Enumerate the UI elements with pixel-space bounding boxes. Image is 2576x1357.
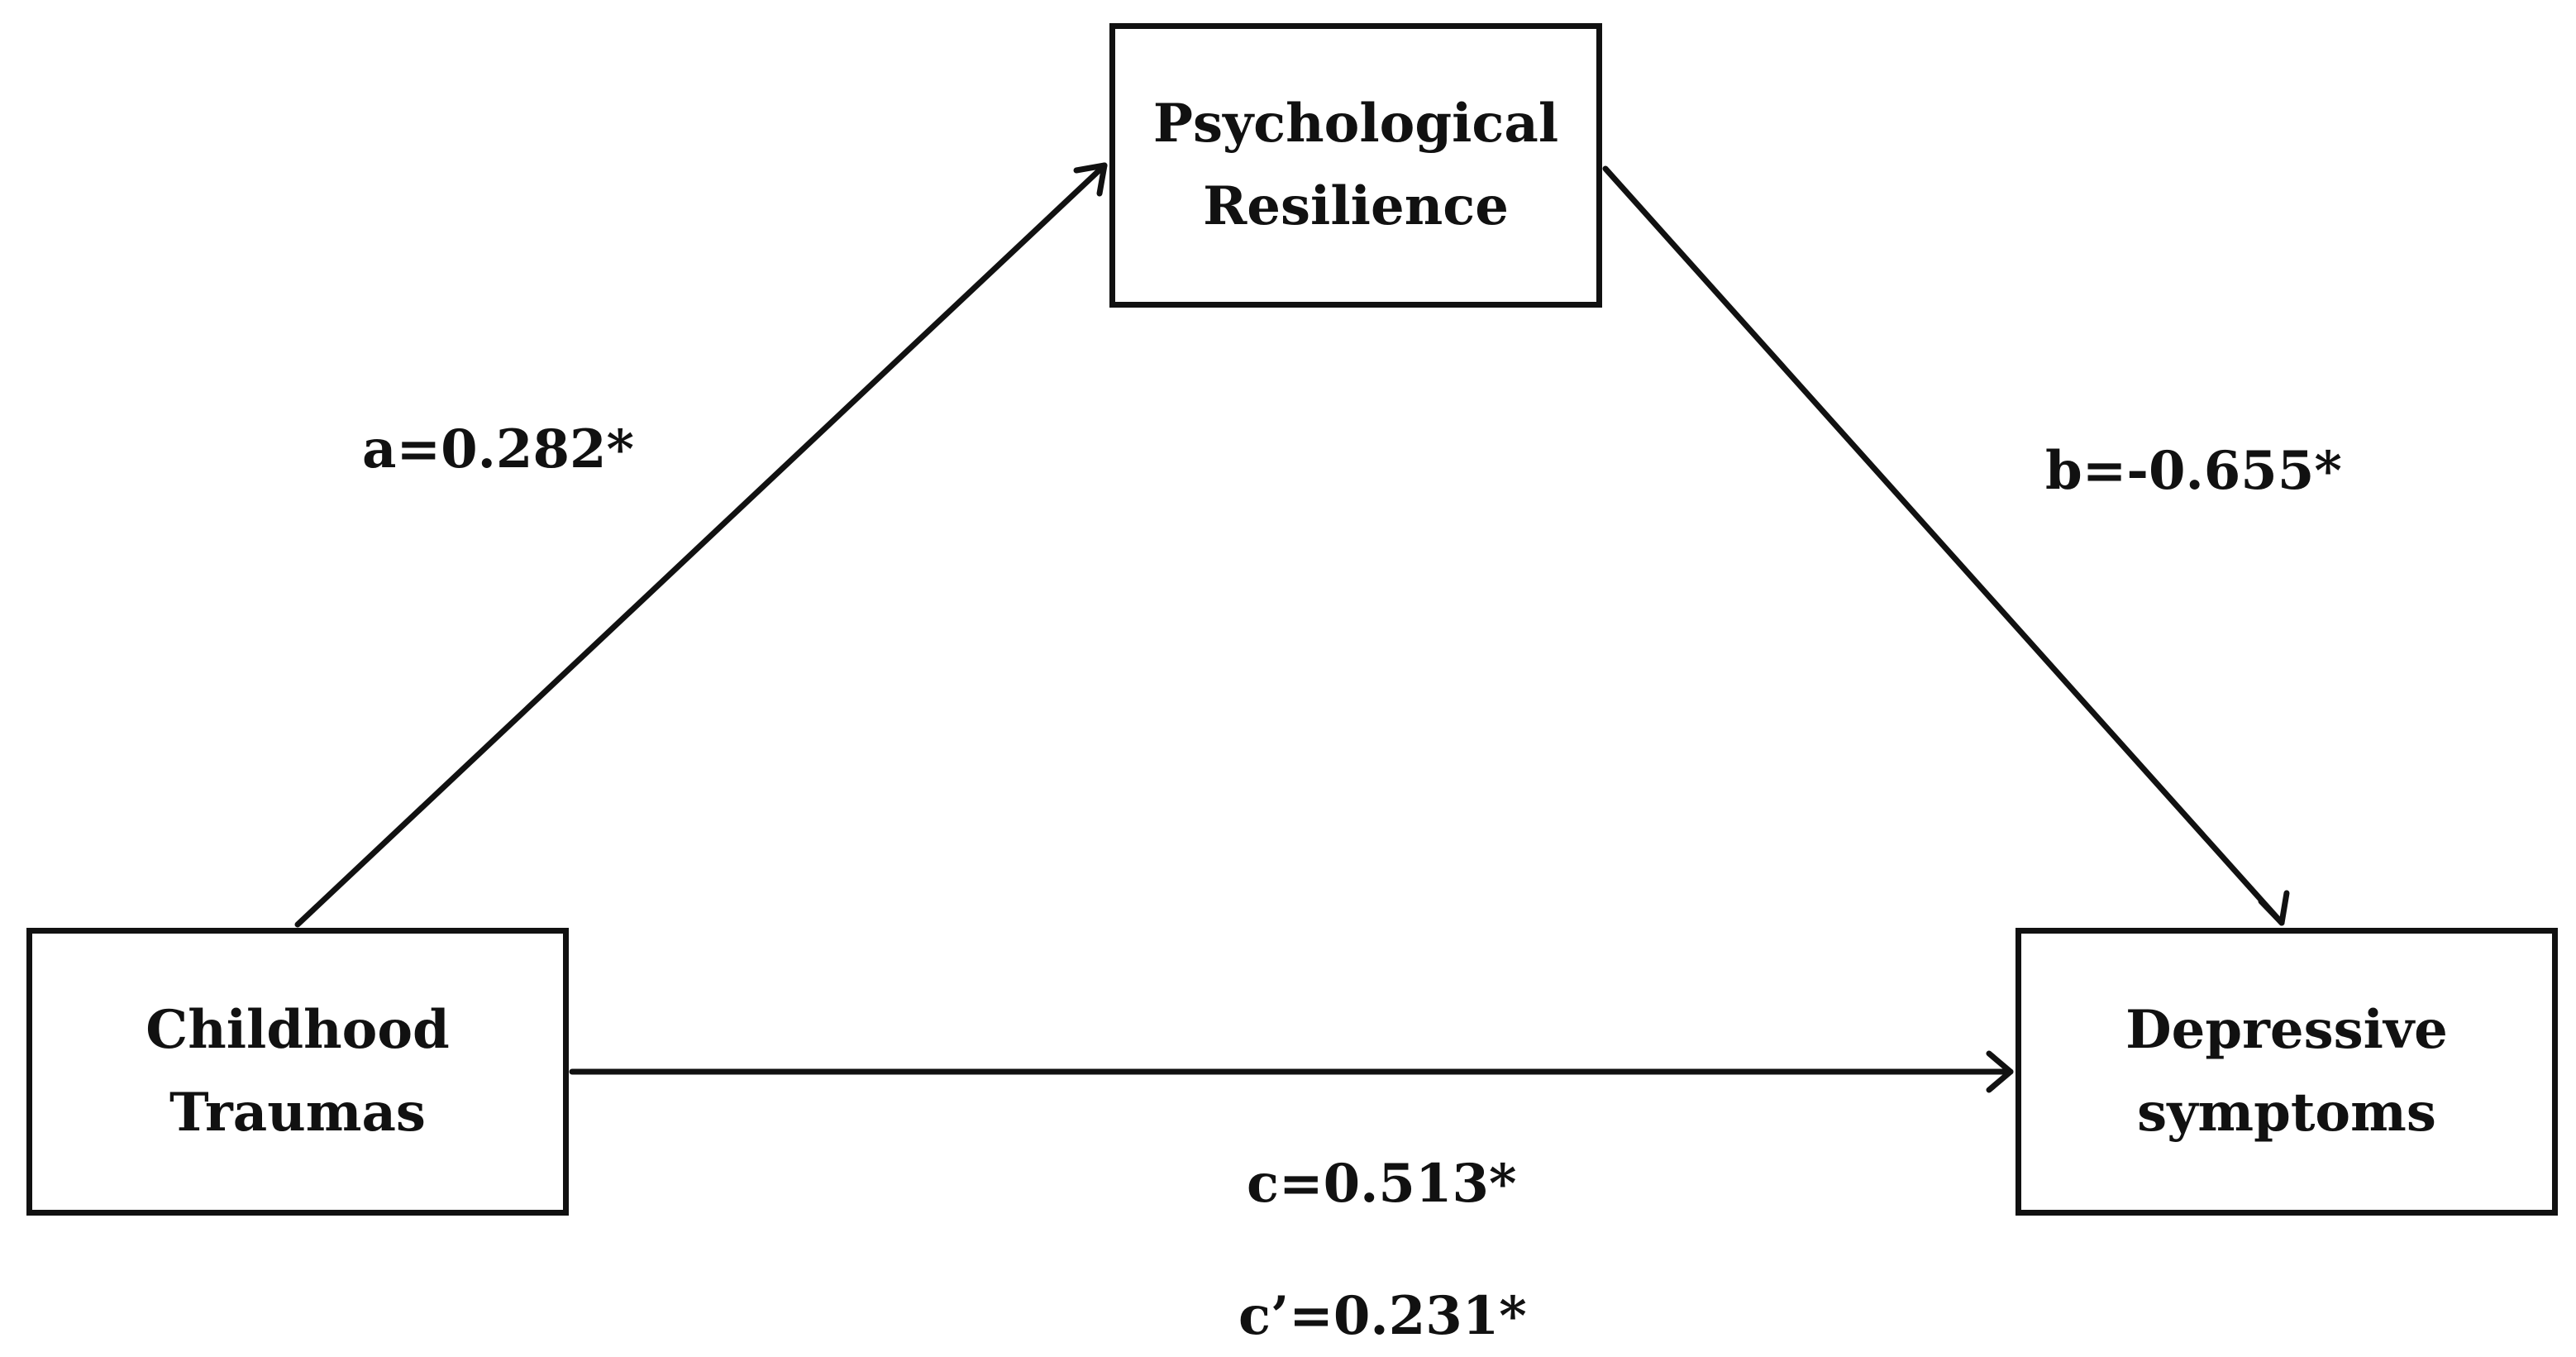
outcome-box: Depressive symptoms xyxy=(2015,928,2558,1216)
predictor-label-line1: Childhood xyxy=(145,999,450,1061)
path-a-coefficient: a=0.282* xyxy=(362,418,634,480)
path-b-coefficient: b=-0.655* xyxy=(2045,440,2342,502)
outcome-label-line2: symptoms xyxy=(2137,1082,2436,1144)
arrow-c xyxy=(569,1050,2014,1093)
outcome-label-line1: Depressive xyxy=(2125,999,2448,1061)
arrow-b xyxy=(1602,165,2290,926)
predictor-label-line2: Traumas xyxy=(169,1082,426,1144)
path-c-coefficient: c=0.513* xyxy=(1247,1153,1517,1215)
arrow-a xyxy=(294,162,1108,928)
mediator-label-line2: Resilience xyxy=(1203,175,1509,237)
mediator-box: Psychological Resilience xyxy=(1109,23,1602,308)
mediator-label-line1: Psychological xyxy=(1152,93,1559,155)
predictor-box: Childhood Traumas xyxy=(26,928,569,1216)
path-c-prime-coefficient: c’=0.231* xyxy=(1238,1285,1527,1347)
